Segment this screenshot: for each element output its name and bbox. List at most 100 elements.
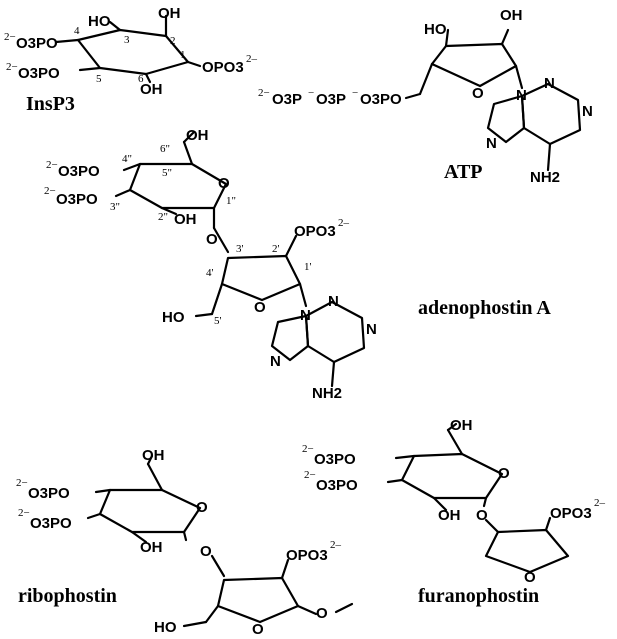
furanophostin-label: furanophostin [418, 585, 539, 607]
adenophostin-pos-1p: 1' [304, 261, 312, 273]
insp3-p4-group: O3PO [16, 35, 58, 52]
ribophostin-pyranose-ring [98, 488, 202, 534]
atp-bond-c4-c5 [418, 62, 434, 96]
adenophostin-nh2: NH2 [312, 385, 342, 402]
atp-phosphate-1: O3P [272, 91, 302, 108]
ribophostin-ribose-ring [216, 576, 300, 624]
adenophostin-pos-5p: 5' [214, 315, 222, 327]
adenophostin-pos-3p: 3' [236, 243, 244, 255]
atp-structure: HO OH O 2− O3P − O3P − O3PO N N N N NH2 … [258, 7, 593, 186]
ribophostin-p2prime-group: OPO3 [286, 547, 328, 564]
adenophostin-c2-oh: OH [174, 211, 197, 228]
atp-n9: N [516, 87, 527, 104]
adenophostin-structure: OH O 2− O3PO 2− O3PO OH O OPO3 2– O HO N… [44, 127, 551, 402]
ribophostin-bond-c5prime-oh [182, 620, 208, 628]
insp3-c3-ho: HO [88, 13, 111, 30]
adenophostin-bond-nh2 [330, 360, 336, 388]
furanophostin-p2prime-charge: 2– [594, 497, 606, 509]
furanophostin-ring-o: O [498, 465, 510, 482]
adenophostin-bond-c5prime-oh [194, 312, 214, 318]
insp3-p5-group: O3PO [18, 65, 60, 82]
ribophostin-p2prime-charge: 2– [330, 539, 342, 551]
adenophostin-n9: N [300, 307, 311, 324]
adenophostin-bond-c5-c6 [182, 140, 194, 166]
ribophostin-ring-o: O [196, 499, 208, 516]
adenophostin-link-o: O [206, 231, 218, 248]
insp3-label: InsP3 [26, 93, 75, 115]
insp3-bond-c5-o [78, 66, 102, 72]
furanophostin-c2-oh: OH [438, 507, 461, 524]
ribophostin-bond-c3-o [86, 512, 102, 520]
atp-charge-2: − [308, 87, 314, 99]
furanophostin-p4-group: O3PO [314, 451, 356, 468]
atp-ribose-ring [430, 42, 518, 88]
adenophostin-n7: N [328, 293, 339, 310]
insp3-pos-4: 4 [74, 25, 80, 37]
adenophostin-pos-3pp: 3" [110, 201, 120, 213]
adenophostin-c5prime-ho: HO [162, 309, 185, 326]
ribophostin-bond-c4-o [94, 488, 112, 494]
adenophostin-p3-group: O3PO [56, 191, 98, 208]
adenophostin-p2prime-charge: 2– [338, 217, 350, 229]
adenophostin-ring-o: O [218, 175, 230, 192]
ribophostin-p4-charge: 2− [16, 477, 28, 489]
ribophostin-methoxy-o: O [316, 605, 328, 622]
furanophostin-bond-c5-c6 [446, 428, 464, 456]
atp-nh2: NH2 [530, 169, 560, 186]
adenophostin-pos-2p: 2' [272, 243, 280, 255]
atp-purine-5ring [486, 94, 526, 144]
ribophostin-bond-c5-c6 [146, 462, 164, 492]
atp-phosphate-2: O3P [316, 91, 346, 108]
furanophostin-bond-c3-o [386, 478, 404, 484]
adenophostin-bond-c2prime-o [284, 234, 298, 258]
furanophostin-p4-charge: 2− [302, 443, 314, 455]
atp-bond-c5-o [404, 92, 422, 100]
furanophostin-bond-c2-oh [432, 496, 448, 512]
ribophostin-bond-o-c3prime [210, 554, 226, 578]
ribophostin-p3-charge: 2− [18, 507, 30, 519]
insp3-c6-oh: OH [140, 81, 163, 98]
adenophostin-pos-1pp: 1" [226, 195, 236, 207]
atp-bond-glycosidic [514, 64, 524, 90]
adenophostin-bond-o-c3prime [212, 226, 230, 254]
ribophostin-c5prime-ho: HO [154, 619, 177, 636]
atp-ring-o: O [472, 85, 484, 102]
furanophostin-furan-o: O [524, 569, 536, 586]
adenophostin-bond-c3-o [114, 188, 132, 198]
adenophostin-bond-c2-oh [160, 206, 178, 216]
adenophostin-pos-4p: 4' [206, 267, 214, 279]
insp3-pos-6: 6 [138, 73, 144, 85]
adenophostin-bond-c4prime-c5prime [210, 282, 224, 316]
furanophostin-structure: OH O 2− O3PO 2− O3PO OH O OPO3 2– O fura… [302, 417, 606, 607]
insp3-pos-3: 3 [124, 34, 130, 46]
adenophostin-ribose-o: O [254, 299, 266, 316]
atp-phosphate-3: O3PO [360, 91, 402, 108]
atp-charge-1: 2− [258, 87, 270, 99]
ribophostin-structure: OH O 2− O3PO 2− O3PO OH O OPO3 2– O HO O… [16, 447, 354, 638]
ribophostin-bond-c2-oh [130, 530, 148, 544]
ribophostin-bond-methyl [334, 602, 354, 614]
insp3-pos-1: 1 [180, 49, 186, 61]
ribophostin-c2-oh: OH [140, 539, 163, 556]
furanophostin-link-o: O [476, 507, 488, 524]
furanophostin-c6-oh: OH [450, 417, 473, 434]
ribophostin-ribose-o: O [252, 621, 264, 638]
furanophostin-bond-c6-oh [446, 422, 458, 432]
ribophostin-bond-c4prime-c5prime [204, 604, 220, 624]
ribophostin-label: ribophostin [18, 585, 117, 607]
atp-bond-c2-oh [500, 28, 510, 46]
insp3-p1-group: OPO3 [202, 59, 244, 76]
adenophostin-purine-6ring [304, 300, 366, 364]
furanophostin-bond-c2prime-o [544, 516, 552, 532]
adenophostin-purine-5ring [270, 314, 310, 362]
adenophostin-n1: N [366, 321, 377, 338]
atp-purine-6ring [520, 82, 582, 146]
adenophostin-p2prime-group: OPO3 [294, 223, 336, 240]
adenophostin-pos-4pp: 4" [122, 153, 132, 165]
ribophostin-p4-group: O3PO [28, 485, 70, 502]
atp-n7: N [544, 75, 555, 92]
insp3-pos-5: 5 [96, 73, 102, 85]
adenophostin-n3: N [270, 353, 281, 370]
atp-charge-3: − [352, 87, 358, 99]
atp-bond-c3-oh [444, 28, 450, 48]
